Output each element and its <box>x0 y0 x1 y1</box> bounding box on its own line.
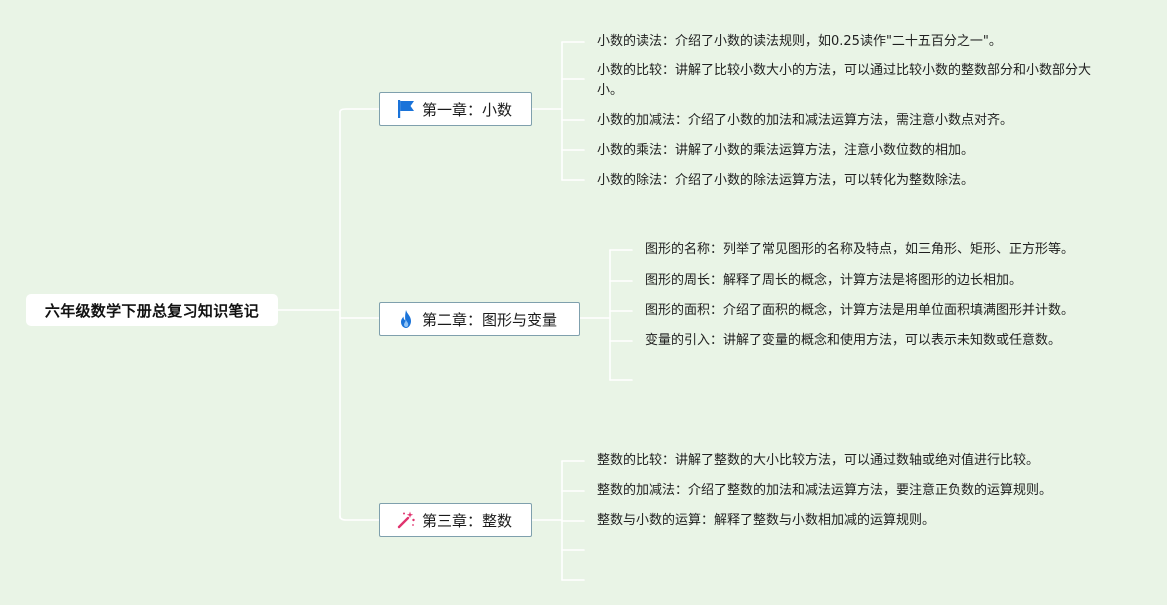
chapter-node-1[interactable]: 第一章：小数 <box>379 92 532 126</box>
chapter-node-2[interactable]: 第二章：图形与变量 <box>379 302 580 336</box>
ch2-leaf-1[interactable]: 图形的名称：列举了常见图形的名称及特点，如三角形、矩形、正方形等。 <box>645 242 1075 257</box>
chapter-label-2: 第二章：图形与变量 <box>422 310 558 329</box>
root-topic-label: 六年级数学下册总复习知识笔记 <box>44 301 260 320</box>
ch2-leaf-3[interactable]: 图形的面积：介绍了面积的概念，计算方法是用单位面积填满图形并计数。 <box>645 303 1075 318</box>
ch1-leaf-4[interactable]: 小数的乘法：讲解了小数的乘法运算方法，注意小数位数的相加。 <box>597 143 975 158</box>
root-topic-node[interactable]: 六年级数学下册总复习知识笔记 <box>26 294 278 326</box>
magic-wand-icon <box>396 510 416 530</box>
connector-root-ch3 <box>339 515 380 521</box>
chapter-label-1: 第一章：小数 <box>422 100 513 119</box>
ch3-leaf-2[interactable]: 整数的加减法：介绍了整数的加法和减法运算方法，要注意正负数的运算规则。 <box>597 483 1053 498</box>
ch3-leaf-3[interactable]: 整数与小数的运算：解释了整数与小数相加减的运算规则。 <box>597 513 936 528</box>
connector-root-ch1 <box>339 108 380 113</box>
ch2-leaf-2[interactable]: 图形的周长：解释了周长的概念，计算方法是将图形的边长相加。 <box>645 273 1023 288</box>
ch1-leaf-1[interactable]: 小数的读法：介绍了小数的读法规则，如0.25读作"二十五百分之一"。 <box>597 34 1002 49</box>
ch1-leaf-3[interactable]: 小数的加减法：介绍了小数的加法和减法运算方法，需注意小数点对齐。 <box>597 113 1014 128</box>
flag-icon <box>396 99 416 119</box>
ch2-leaf-4[interactable]: 变量的引入：讲解了变量的概念和使用方法，可以表示未知数或任意数。 <box>645 333 1062 348</box>
flame-icon <box>396 309 416 329</box>
chapter-node-3[interactable]: 第三章：整数 <box>379 503 532 537</box>
ch3-leaf-1[interactable]: 整数的比较：讲解了整数的大小比较方法，可以通过数轴或绝对值进行比较。 <box>597 453 1040 468</box>
ch1-leaf-2[interactable]: 小数的比较：讲解了比较小数大小的方法，可以通过比较小数的整数部分和小数部分大小。 <box>597 63 1092 98</box>
chapter-label-3: 第三章：整数 <box>422 511 513 530</box>
ch1-leaf-5[interactable]: 小数的除法：介绍了小数的除法运算方法，可以转化为整数除法。 <box>597 173 975 188</box>
